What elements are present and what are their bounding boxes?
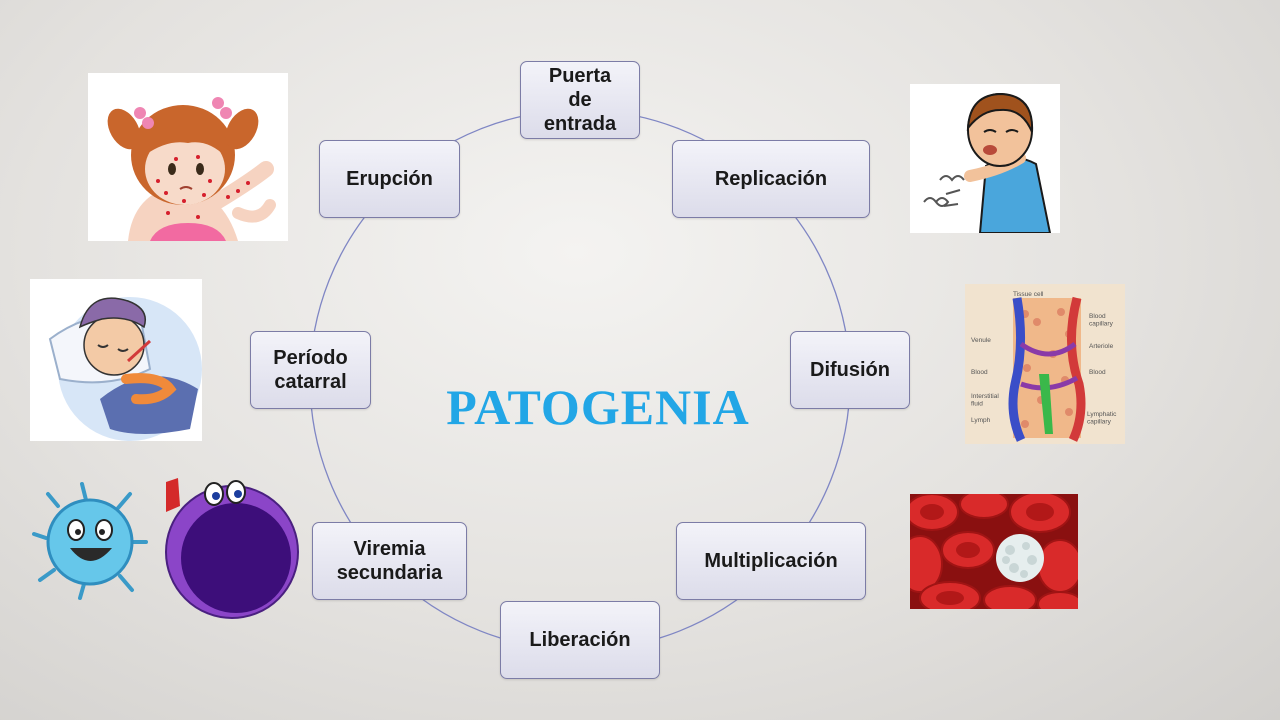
node-puerta-de-entrada: Puerta de entrada (520, 61, 640, 139)
blood-cells-photo (910, 494, 1078, 609)
node-liberacion: Liberación (500, 601, 660, 679)
node-difusion: Difusión (790, 331, 910, 409)
label-blood-left: Blood (971, 369, 988, 376)
virus-cell-illustration (32, 478, 302, 620)
label-lymph: Lymph (971, 417, 991, 424)
coughing-boy-illustration (910, 84, 1060, 233)
node-periodo-catarral: Período catarral (250, 331, 371, 409)
label-tissue-cell: Tissue cell (1013, 291, 1044, 298)
label-venule: Venule (971, 337, 991, 344)
node-replicacion: Replicación (672, 140, 870, 218)
node-erupcion: Erupción (319, 140, 460, 218)
child-rash-illustration (88, 73, 288, 241)
sick-child-illustration (30, 279, 202, 441)
label-arteriole: Arteriole (1089, 343, 1114, 350)
label-blood-right: Blood (1089, 369, 1106, 376)
node-viremia-secundaria: Viremia secundaria (312, 522, 467, 600)
diagram-title: PATOGENIA (446, 379, 750, 435)
node-multiplicacion: Multiplicación (676, 522, 866, 600)
